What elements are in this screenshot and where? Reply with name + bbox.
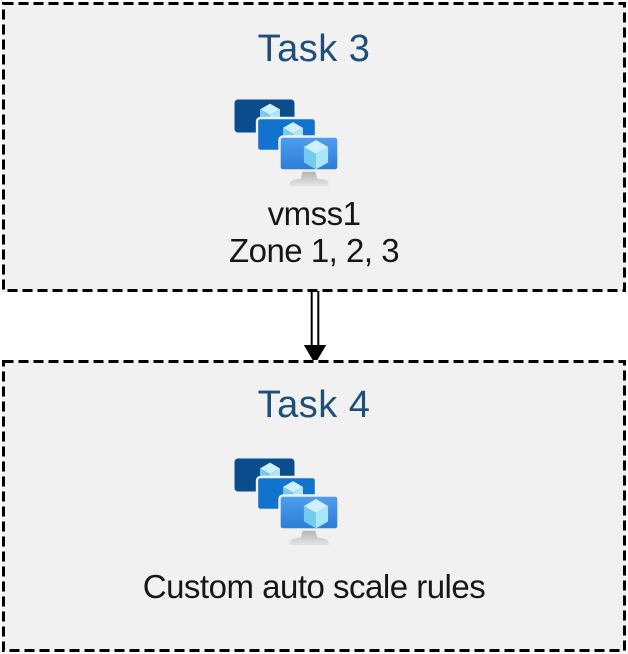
autoscale-rules-label: Custom auto scale rules	[142, 568, 486, 605]
task-title: Task 4	[257, 384, 371, 426]
vmss-name-label: vmss1	[267, 195, 361, 232]
vm-scale-set-icon	[234, 99, 339, 187]
task-title: Task 3	[257, 28, 371, 70]
task4-box: Task 4 Custom auto scale rules	[2, 360, 626, 652]
down-arrow-icon	[303, 291, 327, 364]
task3-caption: vmss1 Zone 1, 2, 3	[228, 195, 400, 269]
task4-caption: Custom auto scale rules	[143, 568, 486, 605]
task3-box: Task 3 vmss1 Zone 1, 2, 3	[2, 2, 626, 292]
vm-scale-set-icon	[234, 458, 339, 546]
zones-label: Zone 1, 2, 3	[228, 232, 400, 269]
